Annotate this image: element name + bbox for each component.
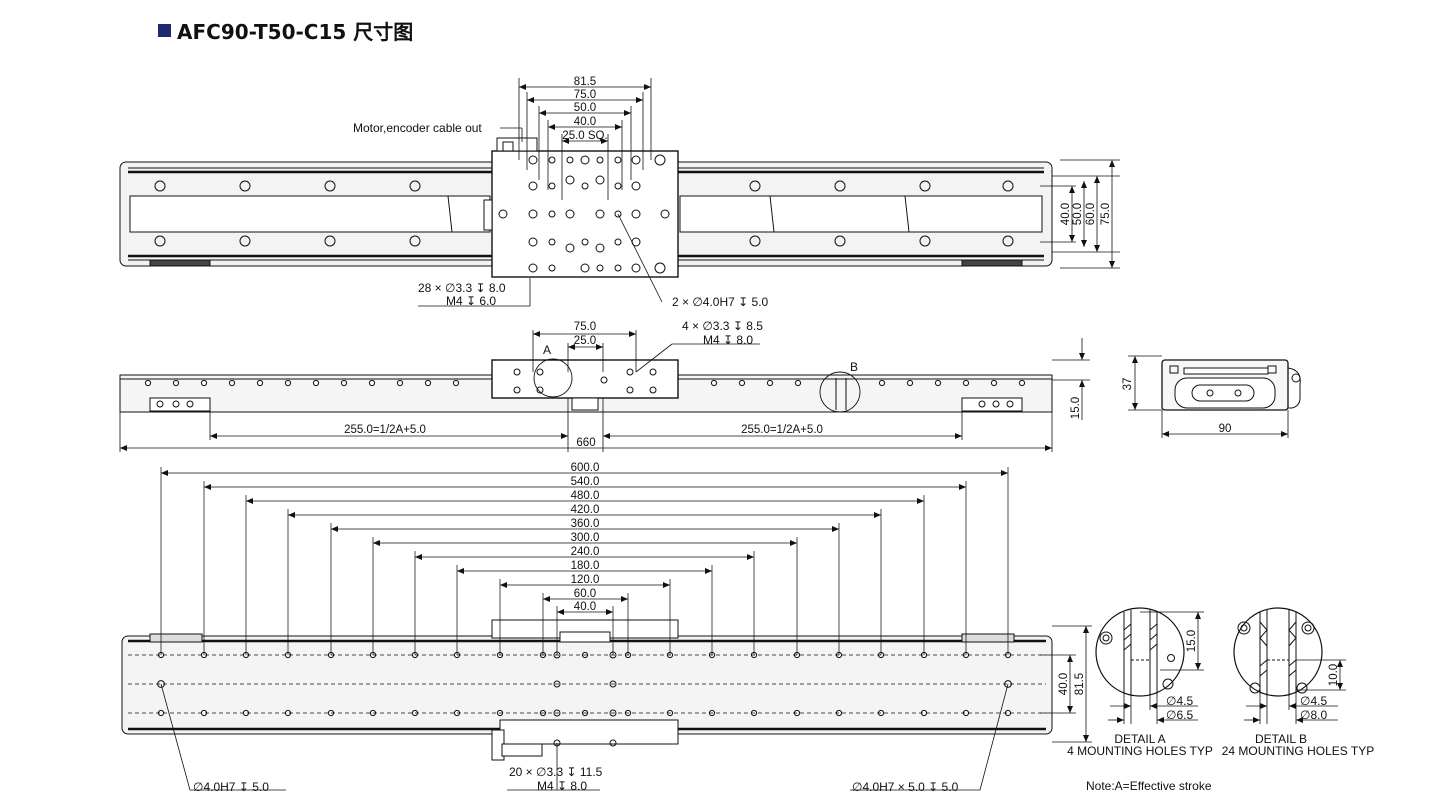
bottom-view [121, 467, 1092, 791]
side-view-labels: 75.0 25.0 4 × ∅3.3 ↧ 8.5 M4 ↧ 8.0 A B 25… [344, 319, 1082, 449]
dim-half-left: 255.0=1/2A+5.0 [344, 424, 426, 436]
dim-total-length: 660 [576, 437, 595, 449]
end-dim-width: 90 [1219, 423, 1232, 435]
side-rail-holes [144, 379, 1026, 387]
top-view-labels: Motor,encoder cable out 81.5 75.0 50.0 4… [353, 76, 1112, 309]
detail-a-caption-2: 4 MOUNTING HOLES TYP [1067, 744, 1213, 758]
detail-a-marker [533, 358, 573, 398]
side-view [119, 330, 1090, 452]
top-thread-note: M4 ↧ 6.0 [446, 294, 496, 308]
dim-40: 40.0 [574, 116, 596, 128]
end-dim-height: 37 [1122, 378, 1134, 391]
side-carriage [491, 359, 679, 399]
pitch-240: 240.0 [571, 546, 600, 558]
bottom-holes-note: 20 × ∅3.3 ↧ 11.5 [509, 765, 603, 779]
pitch-360: 360.0 [571, 518, 600, 530]
detail-a-drawing [1095, 607, 1204, 724]
title-marker-icon [158, 23, 171, 37]
detail-b-caption-1: DETAIL B [1255, 732, 1307, 746]
effective-stroke-note: Note:A=Effective stroke [1086, 779, 1212, 793]
dim-75: 75.0 [574, 89, 596, 101]
detail-b-dim-large: ∅8.0 [1300, 708, 1327, 722]
carriage-width-dims [518, 78, 652, 200]
page-title: AFC90-T50-C15 尺寸图 [158, 14, 413, 46]
dim-h-50: 50.0 [1072, 203, 1084, 225]
detail-a-dim-15: 15.0 [1186, 630, 1198, 652]
pitch-dim-lines [160, 467, 1009, 655]
end-view-labels: 37 90 [1122, 378, 1231, 435]
detail-b-caption-2: 24 MOUNTING HOLES TYP [1222, 744, 1374, 758]
dim-half-right: 255.0=1/2A+5.0 [741, 424, 823, 436]
pitch-540: 540.0 [571, 476, 600, 488]
dim-h-75: 75.0 [1100, 203, 1112, 225]
top-height-dims [1040, 159, 1120, 269]
detail-b-dim-10: 10.0 [1328, 664, 1340, 686]
label-b: B [850, 360, 858, 374]
pitch-180: 180.0 [571, 560, 600, 572]
pitch-40: 40.0 [574, 601, 596, 613]
top-pin-note: 2 × ∅4.0H7 ↧ 5.0 [672, 295, 769, 309]
end-view [1128, 355, 1301, 438]
label-a: A [543, 343, 551, 357]
dim-81-5: 81.5 [574, 76, 596, 88]
dim-h-60: 60.0 [1085, 203, 1097, 225]
dim-50: 50.0 [574, 102, 596, 114]
top-view [119, 78, 1120, 307]
top-holes-note: 28 × ∅3.3 ↧ 8.0 [418, 281, 506, 295]
dim-height-15: 15.0 [1070, 397, 1082, 419]
dim-25-sq: 25.0 SQ. [562, 130, 607, 142]
bottom-carriage-bottom [499, 719, 679, 745]
detail-b-marker [819, 371, 861, 413]
detail-a-dim-small: ∅4.5 [1166, 694, 1193, 708]
top-carriage-plate [491, 150, 679, 278]
side-dim-25: 25.0 [574, 335, 596, 347]
detail-b-dim-small: ∅4.5 [1300, 694, 1327, 708]
pitch-60: 60.0 [574, 588, 596, 600]
side-dim-75: 75.0 [574, 321, 596, 333]
side-holes-note: 4 × ∅3.3 ↧ 8.5 [682, 319, 763, 333]
side-thread-note: M4 ↧ 8.0 [703, 333, 753, 347]
pitch-480: 480.0 [571, 490, 600, 502]
detail-a-dim-large: ∅6.5 [1166, 708, 1193, 722]
pitch-420: 420.0 [571, 504, 600, 516]
detail-b-labels: 10.0 ∅4.5 ∅8.0 DETAIL B 24 MOUNTING HOLE… [1222, 664, 1374, 758]
top-rail-holes [154, 180, 1014, 247]
bottom-pin-left: ∅4.0H7 ↧ 5.0 [193, 780, 269, 794]
bottom-dim-81-5: 81.5 [1074, 673, 1086, 695]
bottom-view-labels: 600.0 540.0 480.0 420.0 360.0 300.0 240.… [193, 462, 1086, 794]
bottom-pin-right: ∅4.0H7 × 5.0 ↧ 5.0 [852, 780, 959, 794]
detail-a-caption-1: DETAIL A [1114, 732, 1165, 746]
pitch-120: 120.0 [571, 574, 600, 586]
bottom-thread-note: M4 ↧ 8.0 [537, 779, 587, 793]
dim-h-40: 40.0 [1060, 203, 1072, 225]
pitch-300: 300.0 [571, 532, 600, 544]
carriage-hole-grid [498, 154, 670, 274]
detail-b-drawing [1233, 607, 1346, 724]
bottom-rail-body [121, 635, 1053, 735]
bottom-dim-40: 40.0 [1058, 673, 1070, 695]
pitch-600: 600.0 [571, 462, 600, 474]
detail-a-labels: 15.0 ∅4.5 ∅6.5 DETAIL A 4 MOUNTING HOLES… [1067, 630, 1213, 758]
title-text: AFC90-T50-C15 尺寸图 [177, 19, 414, 44]
cable-note: Motor,encoder cable out [353, 121, 482, 135]
